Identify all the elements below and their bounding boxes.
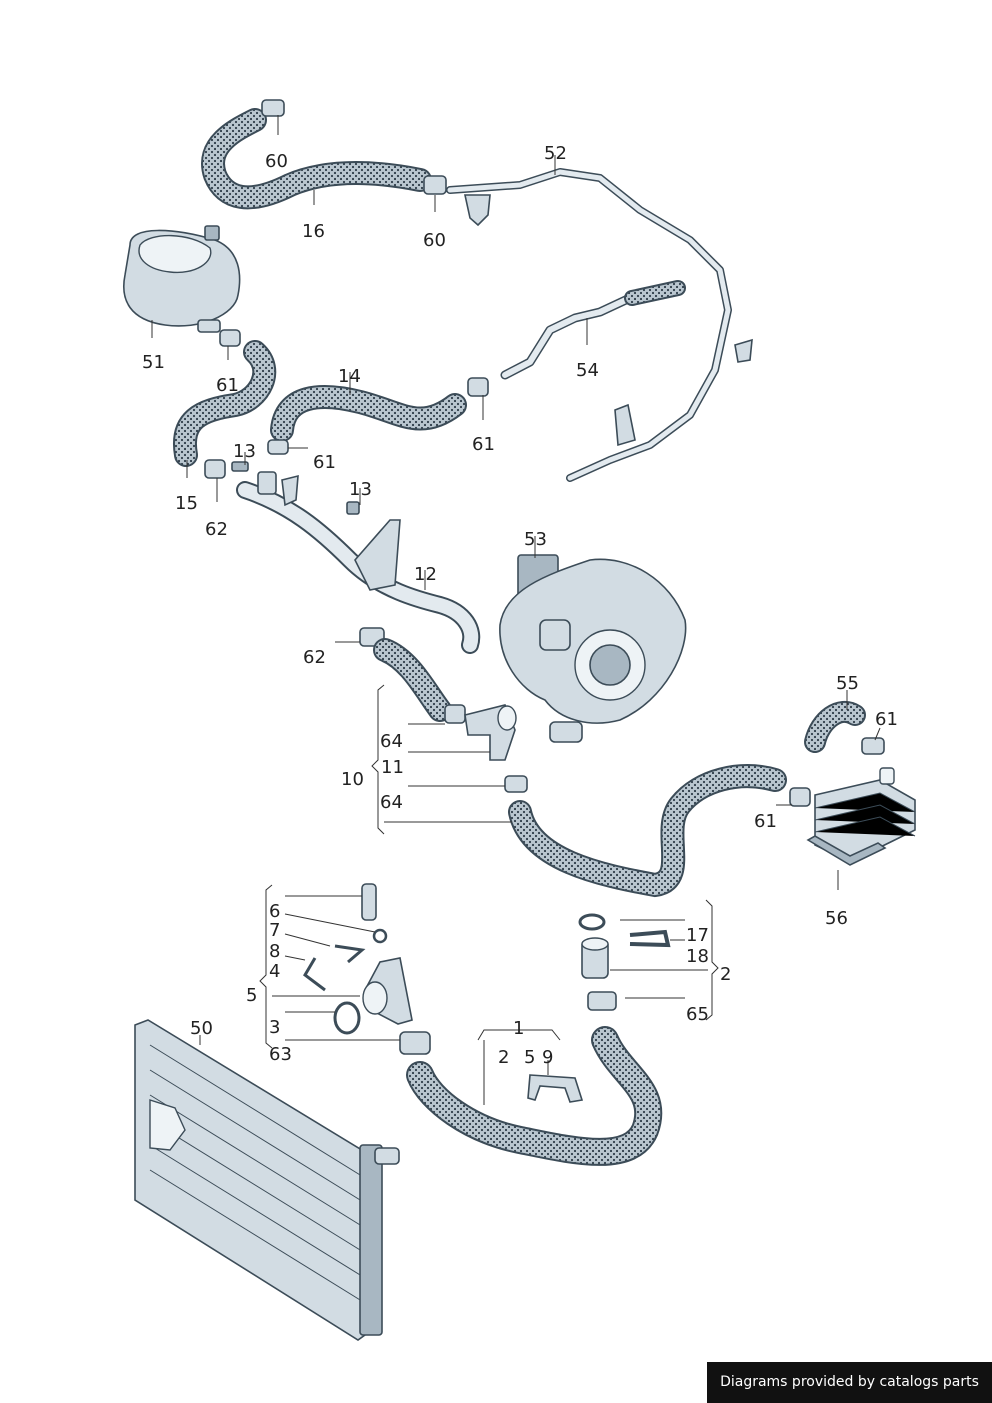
label-64-lower: 64 <box>380 792 403 813</box>
label-60-top: 60 <box>265 151 288 172</box>
clamp-64-upper <box>444 704 466 724</box>
clamp-61-oilcooler-left <box>789 787 811 807</box>
hose-10-upper <box>373 638 452 722</box>
label-62-lower: 62 <box>303 647 326 668</box>
label-63: 63 <box>269 1044 292 1065</box>
label-55: 55 <box>836 673 859 694</box>
radiator-50 <box>134 1019 400 1341</box>
label-17: 17 <box>686 925 709 946</box>
label-5-sub: 5 <box>524 1047 535 1068</box>
credit-banner: Diagrams provided by catalogs parts <box>707 1362 992 1403</box>
pipe-12 <box>236 471 481 654</box>
leader-lines <box>151 115 881 1105</box>
label-8: 8 <box>269 941 280 962</box>
clamp-64-lower <box>504 775 528 793</box>
bracket-1 <box>477 1029 561 1041</box>
clip-4 <box>303 957 326 992</box>
clamp-65 <box>587 991 617 1011</box>
label-51: 51 <box>142 352 165 373</box>
label-12: 12 <box>414 564 437 585</box>
oring-17 <box>578 913 606 931</box>
label-14: 14 <box>338 366 361 387</box>
clip-9 <box>527 1074 584 1103</box>
pipe-52 <box>446 168 753 482</box>
label-13-b: 13 <box>349 479 372 500</box>
hose-10-lower <box>508 764 787 898</box>
label-7: 7 <box>269 920 280 941</box>
flange-5 <box>362 957 413 1025</box>
label-1: 1 <box>513 1018 524 1039</box>
label-5: 5 <box>246 985 257 1006</box>
label-61-hose14: 61 <box>472 434 495 455</box>
label-62-upper: 62 <box>205 519 228 540</box>
clamp-61-oilcooler-top <box>861 737 885 755</box>
oil-cooler-56 <box>806 767 916 866</box>
coupling-11 <box>464 704 517 761</box>
pipe-54 <box>500 280 686 380</box>
hose-1 <box>406 1026 663 1166</box>
sensor-6 <box>361 883 377 921</box>
label-61-oilcooler-top: 61 <box>875 709 898 730</box>
label-2: 2 <box>720 964 731 985</box>
label-56: 56 <box>825 908 848 929</box>
label-15: 15 <box>175 493 198 514</box>
label-18: 18 <box>686 946 709 967</box>
label-64-upper: 64 <box>380 731 403 752</box>
oring-3 <box>333 1001 361 1035</box>
label-4: 4 <box>269 961 280 982</box>
label-54: 54 <box>576 360 599 381</box>
label-11: 11 <box>381 757 404 778</box>
bolt-13-a <box>231 461 249 472</box>
hose-14 <box>270 385 467 442</box>
connector-18 <box>581 937 609 979</box>
clamp-61-tank <box>219 329 241 347</box>
bolt-13-b <box>346 501 360 515</box>
label-2-sub: 2 <box>498 1047 509 1068</box>
expansion-tank-51 <box>123 225 241 333</box>
clamp-60-top <box>261 99 285 117</box>
clamp-61-left <box>267 439 289 455</box>
bracket-5 <box>259 884 273 1049</box>
label-50: 50 <box>190 1018 213 1039</box>
hose-55 <box>804 700 866 753</box>
label-16: 16 <box>302 221 325 242</box>
label-10: 10 <box>341 769 364 790</box>
label-61-tank: 61 <box>216 375 239 396</box>
clamp-63 <box>399 1031 431 1055</box>
thermostat-housing-53 <box>499 554 687 743</box>
hose-15 <box>172 340 277 467</box>
label-52: 52 <box>544 143 567 164</box>
label-13-a: 13 <box>233 441 256 462</box>
bracket-2 <box>705 899 719 1021</box>
label-65: 65 <box>686 1004 709 1025</box>
clamp-62-upper <box>204 459 226 479</box>
bracket-10 <box>371 684 385 835</box>
oring-7 <box>372 928 388 944</box>
clamp-61-hose14 <box>467 377 489 397</box>
label-9: 9 <box>542 1047 553 1068</box>
label-60-mid: 60 <box>423 230 446 251</box>
hose-16 <box>201 108 432 210</box>
label-53: 53 <box>524 529 547 550</box>
clamp-60-mid <box>423 175 447 195</box>
label-61-oilcooler-left: 61 <box>754 811 777 832</box>
clip-17 <box>629 929 671 948</box>
label-6: 6 <box>269 901 280 922</box>
label-3: 3 <box>269 1017 280 1038</box>
label-61-left: 61 <box>313 452 336 473</box>
clip-8 <box>334 944 366 964</box>
